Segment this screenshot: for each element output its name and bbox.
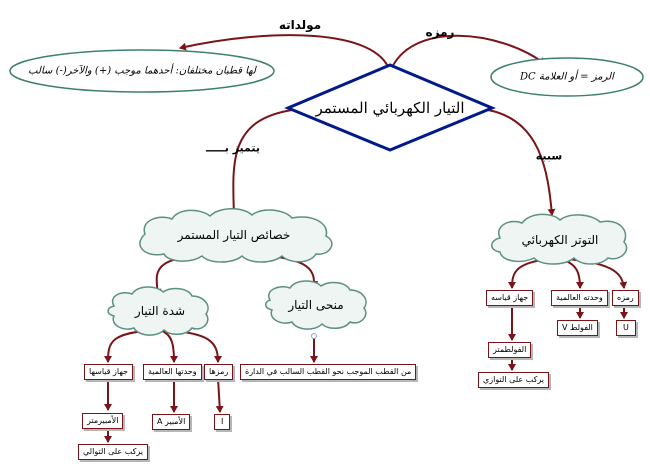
edge-symbol (389, 34, 546, 73)
edge-label-distinguished: يتميز بـــــ (205, 141, 261, 155)
intensity-device-box: جهاز قياسها (84, 364, 133, 380)
intensity-device-name-box: الأمبيرمتر (82, 413, 124, 429)
generators-note: لها قطبان مختلفان: أحدهما موجب (+) والآخ… (28, 65, 256, 77)
properties-cloud (139, 208, 333, 263)
voltage-cloud (491, 213, 628, 265)
voltage-device-box: جهاز قياسه (486, 290, 534, 306)
voltage-title: التوتر الكهربائي (521, 233, 599, 247)
direction-cloud (265, 280, 367, 330)
voltage-unit-box: وحدته العالمية (551, 290, 608, 306)
direction-note-box: من القطب الموجب نحو القطب السالب في الدا… (240, 364, 417, 380)
voltage-unit-name-box: الفولط V (557, 320, 598, 336)
edge-cause (487, 109, 556, 216)
generators-note-ellipse (9, 49, 275, 93)
intensity-symbol-box: رمزها (204, 364, 234, 380)
intensity-unit-name-box: الأمبير A (152, 414, 191, 430)
edge-label-cause: سببه (535, 149, 563, 163)
voltage-device-name-box: الفولطمتر (488, 342, 532, 358)
intensity-cloud (107, 286, 209, 336)
edge-generators (179, 34, 391, 73)
edge-label-symbol: رمزه (425, 25, 455, 39)
direction-title: منحى التيار (288, 298, 344, 312)
voltage-symbol-box: رمزه (612, 290, 639, 306)
edge-i-unit (159, 329, 178, 363)
properties-title: خصائص التيار المستمر (177, 228, 291, 242)
intensity-connection-box: يركب على التوالي (78, 444, 149, 460)
intensity-symbol-value-box: I (214, 414, 231, 430)
center-diamond (284, 63, 496, 152)
edge-distinguished (229, 109, 293, 216)
center-title: التيار الكهربائي المستمر (315, 99, 465, 117)
edge-label-generators: مولداته (278, 18, 322, 32)
voltage-symbol-value-box: U (616, 320, 636, 336)
intensity-title: شدة التيار (134, 304, 186, 318)
symbol-note-ellipse (490, 57, 644, 97)
voltage-connection-box: يركب على التوازي (478, 372, 550, 388)
edge-i-symbol-value (215, 377, 224, 413)
intensity-unit-box: وحدتها العالمية (143, 364, 202, 380)
symbol-note: الرمز = أو العلامة DC (520, 71, 614, 83)
